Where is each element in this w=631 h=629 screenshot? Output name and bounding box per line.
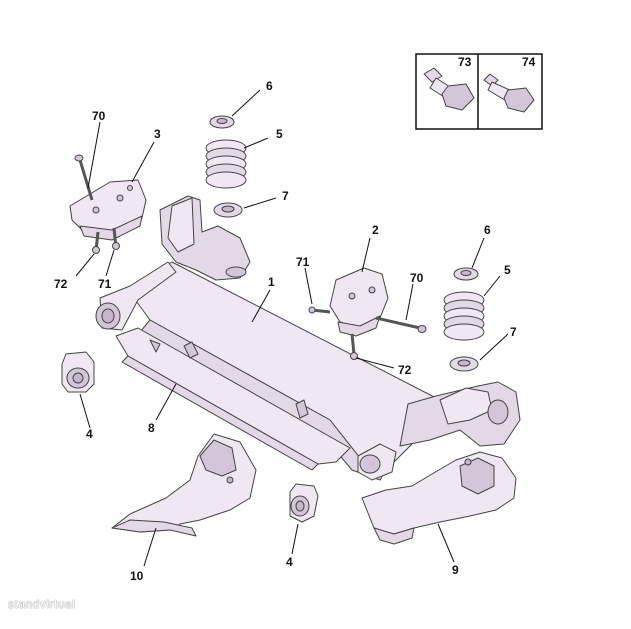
callout-8: 8 [148, 421, 155, 435]
bolt-71-left-icon [112, 227, 120, 250]
left-spring-seat-upper [209, 115, 235, 129]
bolt-70-right-icon [375, 316, 427, 333]
callout-71-left: 71 [98, 277, 112, 291]
right-mounting-bracket [329, 267, 389, 337]
leader-lines [75, 89, 509, 567]
left-lower-guard [111, 433, 257, 537]
right-spring-seat-upper [453, 267, 479, 281]
callout-70-right: 70 [410, 271, 424, 285]
bolt-72-right-icon [350, 333, 358, 360]
callout-7-right: 7 [510, 325, 517, 339]
callout-72-right: 72 [398, 363, 412, 377]
bolt-71-right-icon [308, 306, 331, 314]
callout-72-left: 72 [54, 277, 68, 291]
bolt-70-left-icon [74, 154, 94, 201]
callout-7-left: 7 [282, 189, 289, 203]
left-coil-spring [205, 139, 247, 189]
callout-1: 1 [268, 275, 275, 289]
callout-70-left: 70 [92, 109, 106, 123]
callout-71-right: 71 [296, 255, 310, 269]
bolt-73-icon [423, 67, 475, 111]
callout-73: 73 [458, 55, 472, 69]
left-spring-seat-lower [213, 202, 243, 218]
left-bushing [61, 351, 95, 393]
callout-5-left: 5 [276, 127, 283, 141]
callout-labels: 1 2 3 4 4 5 5 6 6 7 7 8 9 10 70 70 71 71… [54, 55, 536, 583]
axle-cover-shield [115, 327, 351, 471]
bolt-72-left-icon [92, 231, 100, 254]
callout-3: 3 [154, 127, 161, 141]
bolt-74-icon [483, 73, 535, 113]
callout-74: 74 [522, 55, 536, 69]
callout-4-right: 4 [286, 555, 293, 569]
callout-10: 10 [130, 569, 144, 583]
callout-2: 2 [372, 223, 379, 237]
right-bushing [289, 483, 319, 523]
callout-6-right: 6 [484, 223, 491, 237]
fastener-legend-box [415, 53, 543, 130]
callout-4-left: 4 [86, 427, 93, 441]
callout-9: 9 [452, 563, 459, 577]
left-mounting-bracket [69, 179, 147, 241]
right-coil-spring [443, 291, 485, 341]
right-lower-guard [361, 451, 517, 545]
callout-6-left: 6 [266, 79, 273, 93]
callout-5-right: 5 [504, 263, 511, 277]
right-spring-seat-lower [449, 356, 479, 372]
watermark-text: standvirtual [8, 597, 76, 611]
